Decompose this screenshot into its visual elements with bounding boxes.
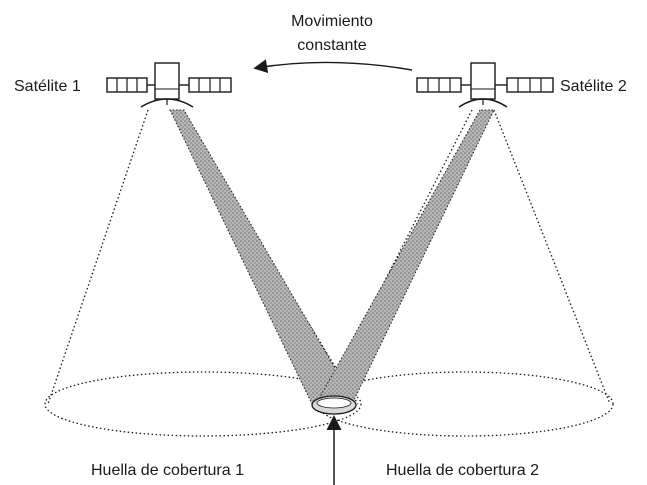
satellite-icon: [106, 62, 232, 108]
spot-beam-1: [169, 109, 357, 405]
footprint-1-ellipse: [44, 371, 362, 437]
curved-arrow-left-icon: [253, 59, 413, 74]
motion-label-line1: Movimiento: [291, 13, 373, 30]
coverage-cone-2: [321, 109, 611, 405]
target-spot-inner: [316, 397, 352, 409]
satellite-2-label: Satélite 2: [560, 78, 627, 95]
satellite-1-label: Satélite 1: [14, 78, 81, 95]
motion-label-line2: constante: [297, 37, 366, 54]
spot-beam-2: [315, 109, 495, 405]
footprint-1-label: Huella de cobertura 1: [91, 462, 244, 479]
satellite-icon: [416, 62, 554, 108]
footprint-2-label: Huella de cobertura 2: [386, 462, 539, 479]
